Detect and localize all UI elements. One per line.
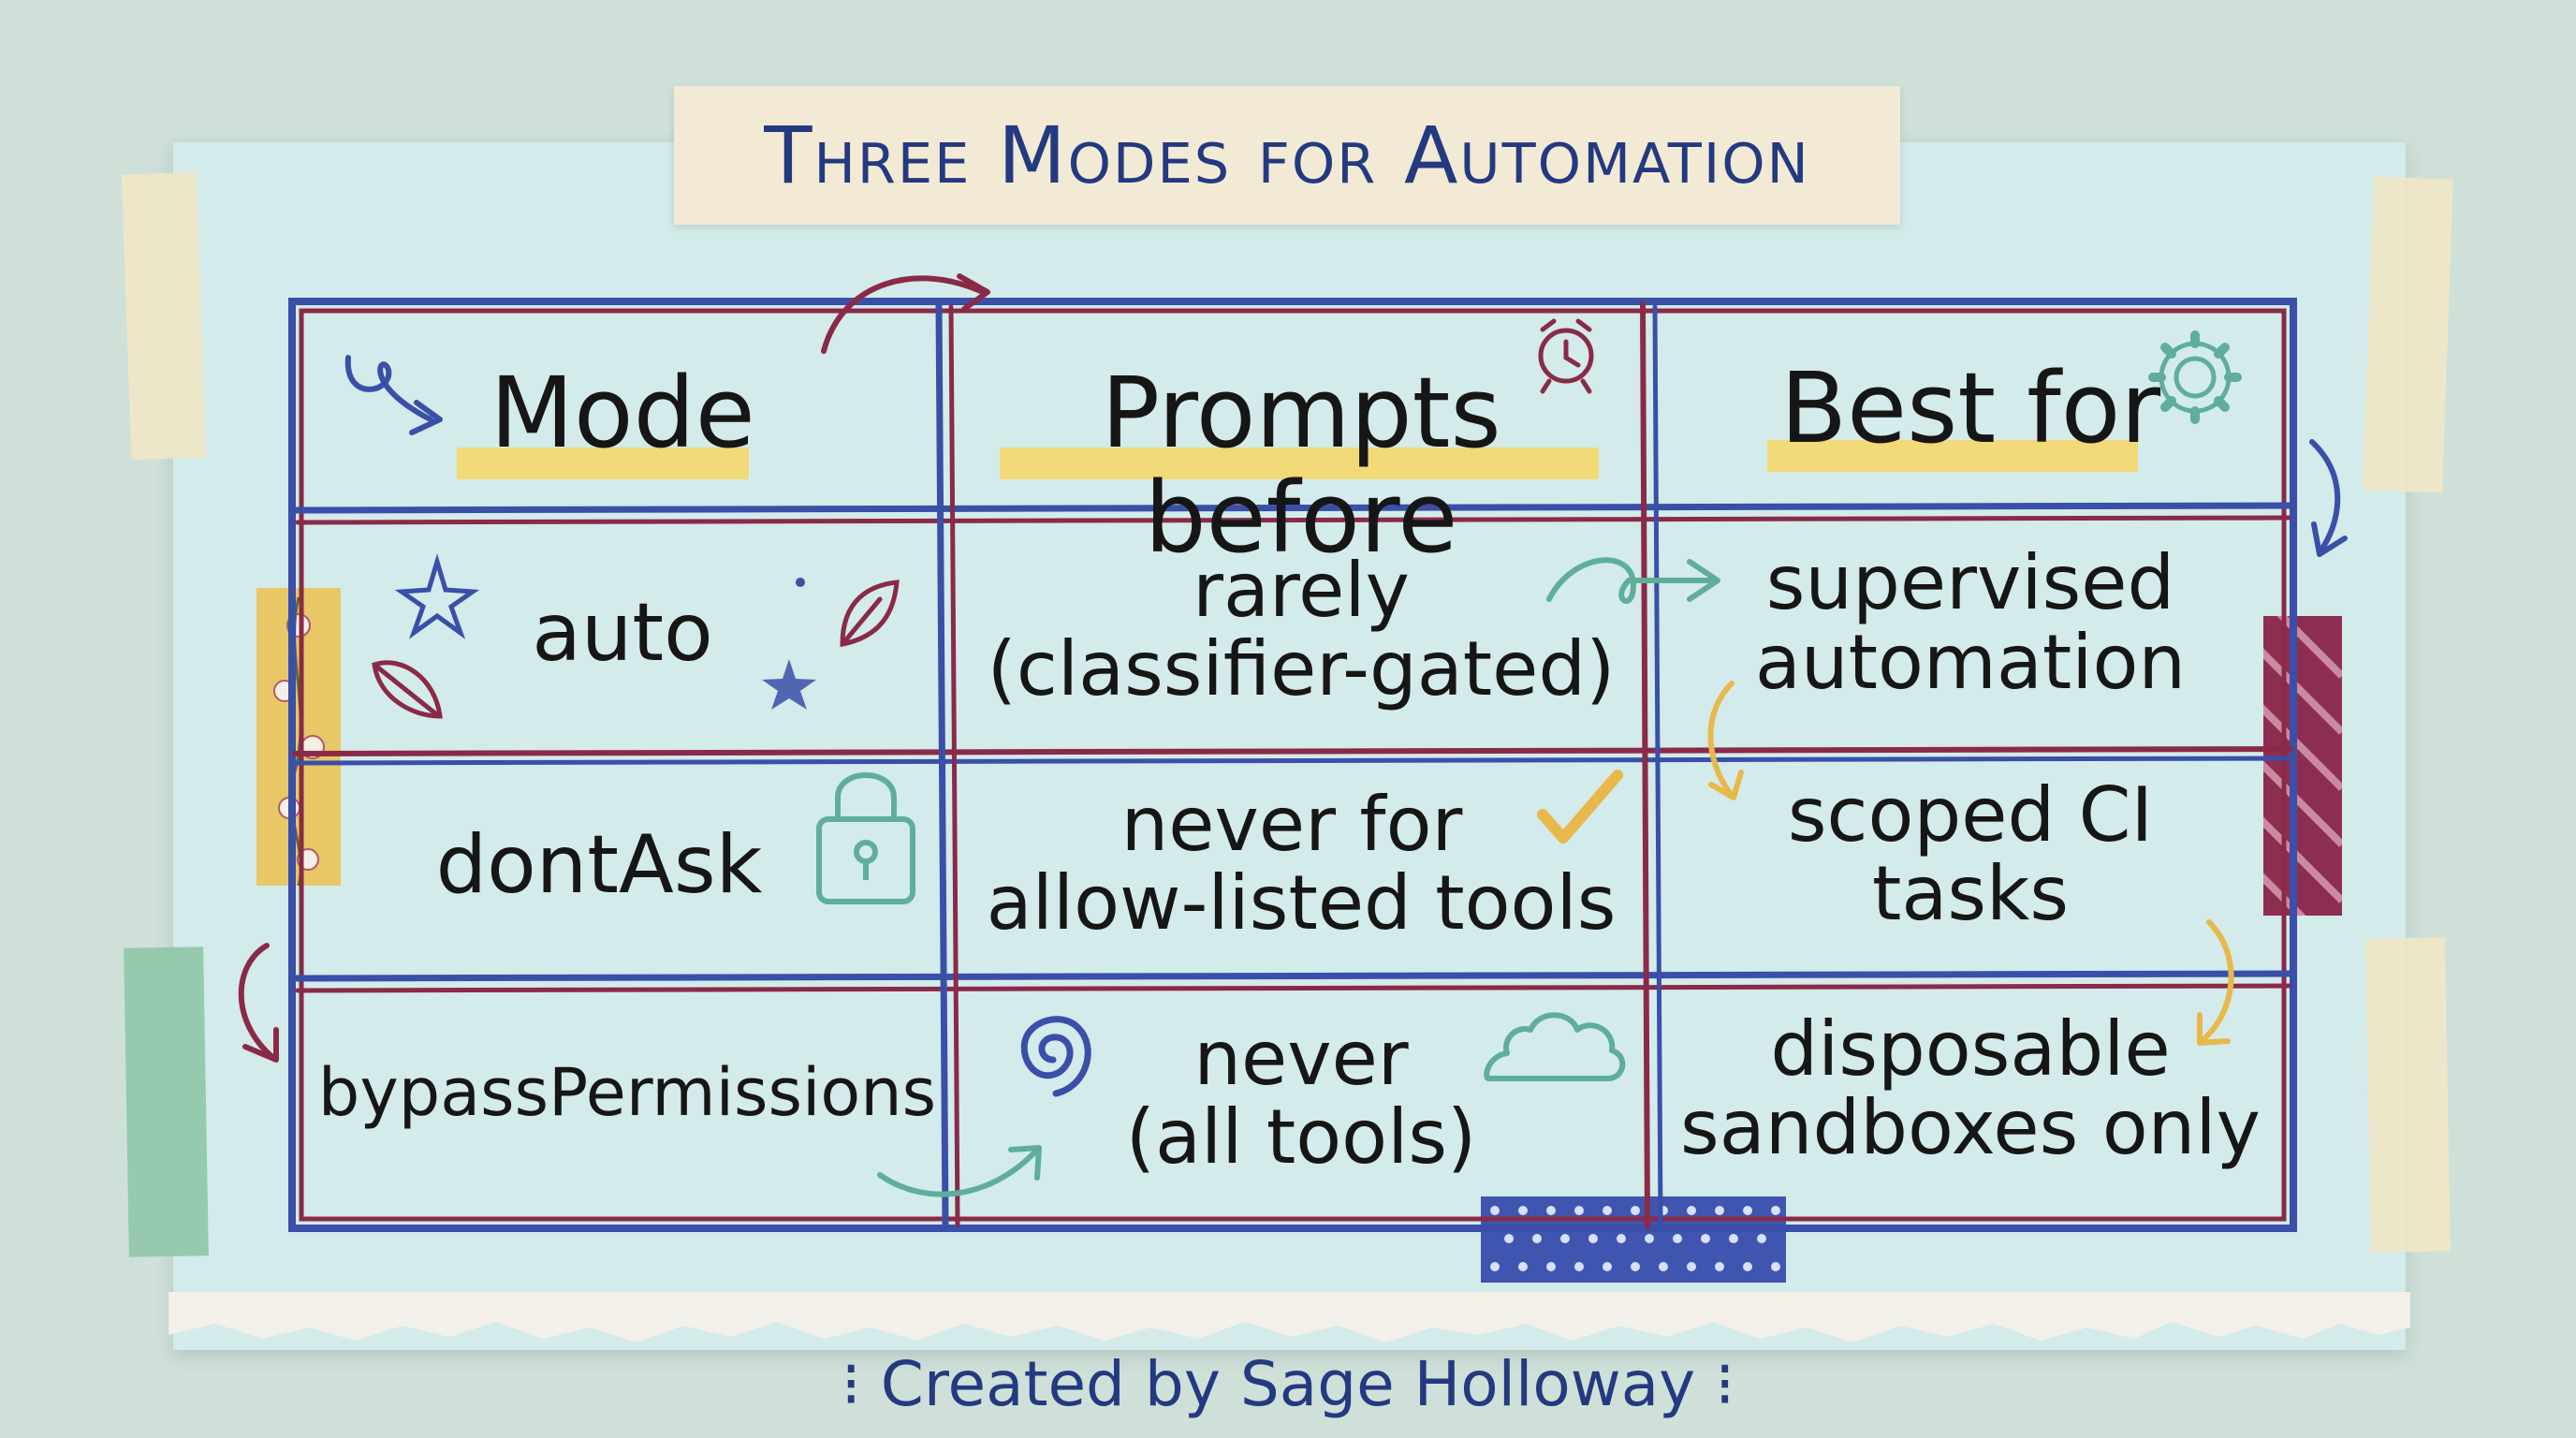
star-icon bbox=[762, 659, 816, 710]
arrow-icon bbox=[344, 355, 433, 422]
paper-sheet bbox=[173, 142, 2406, 1350]
row-dontask-prompts-line1: never for bbox=[1120, 781, 1463, 868]
torn-paper-edge bbox=[168, 1292, 2410, 1343]
padlock-icon bbox=[816, 772, 915, 904]
row-bypass-prompts-line1: never bbox=[1193, 1015, 1409, 1102]
highlight-prompts bbox=[1000, 448, 1599, 479]
credit-line: ⁝ Created by Sage Holloway ⁝ bbox=[0, 1348, 2576, 1423]
credit-text: Created by Sage Holloway bbox=[880, 1348, 1696, 1420]
highlight-best bbox=[1767, 440, 2138, 472]
row-auto-prompts-line2: (classifier-gated) bbox=[987, 625, 1616, 712]
row-auto-best-line2: automation bbox=[1754, 619, 2187, 706]
arrow-icon bbox=[2199, 919, 2234, 1044]
checkmark-icon bbox=[1537, 770, 1623, 844]
title-banner: Three Modes for Automation bbox=[674, 86, 1900, 225]
row-dontask-mode: dontAsk bbox=[435, 818, 763, 912]
spiral-icon bbox=[1020, 1016, 1091, 1097]
leaf-icon bbox=[372, 660, 443, 719]
page-title: Three Modes for Automation bbox=[764, 110, 1810, 201]
row-bypass-prompts-line2: (all tools) bbox=[1125, 1093, 1477, 1181]
gear-icon bbox=[2148, 330, 2242, 424]
tape-bottom-dotted bbox=[1481, 1196, 1786, 1283]
credit-sparkle-right: ⁝ bbox=[1695, 1348, 1735, 1420]
star-icon bbox=[394, 553, 480, 639]
row-bypass-mode: bypassPermissions bbox=[317, 1054, 937, 1131]
leaf-icon bbox=[840, 580, 900, 648]
row-bypass-best-line1: disposable bbox=[1770, 1005, 2171, 1093]
row-auto-best-line1: supervised bbox=[1765, 539, 2175, 626]
arrow-icon bbox=[821, 275, 986, 354]
credit-sparkle-left: ⁝ bbox=[841, 1348, 881, 1420]
arrow-icon bbox=[877, 1147, 1040, 1197]
row-dontask-prompts-line2: allow-listed tools bbox=[986, 859, 1617, 946]
clock-icon bbox=[1538, 318, 1594, 394]
arrow-icon bbox=[238, 943, 276, 1061]
row-auto-prompts-line1: rarely bbox=[1193, 547, 1410, 634]
highlight-mode bbox=[457, 448, 749, 479]
row-dontask-best-line1: scoped CI bbox=[1787, 771, 2154, 858]
header-mode: Mode bbox=[490, 356, 755, 470]
arrow-icon bbox=[1546, 557, 1716, 604]
header-prompts-before: Prompts before bbox=[1101, 356, 1501, 576]
row-auto-mode: auto bbox=[532, 586, 713, 680]
cloud-icon bbox=[1484, 1012, 1626, 1081]
arrow-icon bbox=[2309, 439, 2341, 555]
arrow-icon bbox=[1707, 681, 1734, 799]
row-bypass-best-line2: sandboxes only bbox=[1680, 1084, 2261, 1171]
header-best-for: Best for bbox=[1779, 351, 2161, 465]
row-dontask-best-line2: tasks bbox=[1871, 850, 2070, 937]
